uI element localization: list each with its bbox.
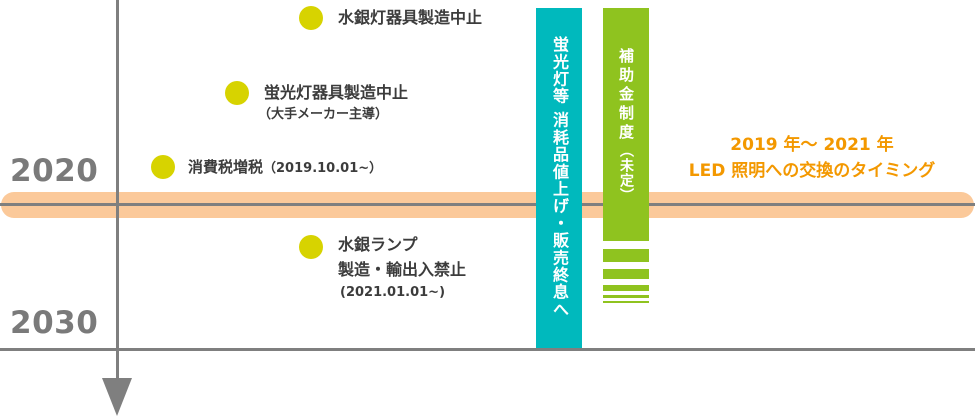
event-consumption-tax: 消費税増税 （2019.10.01~） (188, 156, 382, 178)
year-label-2020: 2020 (10, 153, 99, 189)
subsidy-bar-fade-stripe (603, 301, 649, 303)
subsidy-status: （未定） (618, 143, 634, 203)
event-consumption-tax-date: （2019.10.01~） (263, 161, 383, 176)
subsidy-bar-fade-stripe (603, 295, 649, 298)
event-dot-icon (151, 155, 175, 179)
fluorescent-consumables-bar (536, 8, 582, 348)
subsidy-bar-fade-stripe (603, 269, 649, 279)
subsidy-bar-fade-stripe (603, 285, 649, 291)
event-mercury-lamp-subtitle: 製造・輸出入禁止 (338, 260, 467, 279)
subsidy-bar (603, 8, 649, 241)
event-dot-icon (299, 235, 323, 259)
event-fluorescent-fixture-note: （大手メーカー主導） (258, 107, 389, 122)
subsidy-label: 補助金制度（未定） (615, 48, 637, 203)
year-label-2030: 2030 (10, 305, 99, 341)
event-consumption-tax-title: 消費税増税 (188, 158, 264, 176)
timeline-axis (116, 0, 119, 384)
event-mercury-lamp-date: (2021.01.01~) (340, 285, 446, 300)
timeline-arrow-icon (102, 378, 132, 416)
fluorescent-consumables-label: 蛍光灯等 消耗品値上げ・販売終息へ (550, 36, 569, 318)
event-fluorescent-fixture-stop: 蛍光灯器具製造中止 (264, 83, 409, 102)
year-2030-line (0, 348, 975, 351)
year-2020-line (0, 203, 975, 206)
subsidy-title: 補助金制度 (617, 48, 635, 143)
event-dot-icon (225, 81, 249, 105)
callout-period: 2019 年～ 2021 年 (730, 135, 894, 155)
event-mercury-fixture-stop: 水銀灯器具製造中止 (338, 8, 483, 27)
subsidy-bar-fade-stripe (603, 249, 649, 262)
callout-message: LED 照明への交換のタイミング (688, 161, 936, 181)
event-dot-icon (299, 6, 323, 30)
event-mercury-lamp-title: 水銀ランプ (338, 235, 418, 254)
